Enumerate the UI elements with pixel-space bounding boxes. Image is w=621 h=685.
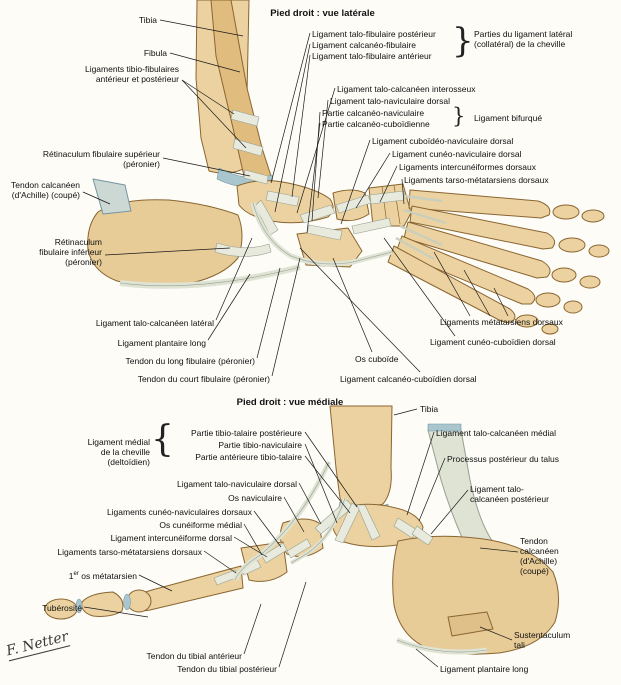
label-calcaneofibular-ligament: Ligament calcanéo-fibulaire [312,40,416,50]
label-dorsal-intercuneiform-ligament: Ligament intercunéiforme dorsal [110,533,232,543]
calcaneus-bone [87,199,243,287]
leader-lines [82,19,519,668]
label-interosseous-talocalcaneal-ligament: Ligament talo-calcanéen interosseux [337,84,476,94]
proximal-phalanx-bone [81,591,124,617]
label-tibia-lateral: Tibia [138,15,157,25]
label-anterior-tibiotalar-part: Partie antérieure tibio-talaire [195,452,302,462]
lateral-foot-drawing [87,0,610,335]
calcaneus-bone-medial [392,535,559,655]
label-posterior-tibiotalar-part: Partie tibio-talaire postérieure [190,428,302,438]
label-tibialis-posterior-tendon: Tendon du tibial postérieur [177,664,277,674]
medial-foot-drawing [44,405,559,655]
label-dorsal-tarsometatarsal-ligaments-medial: Ligaments tarso-métatarsiens dorsaux [57,547,202,557]
first-metatarsal-number: 1 [68,571,74,581]
label-medial-talocalcaneal-ligament: Ligament talo-calcanéen médial [436,428,557,438]
label-dorsal-intercuneiform-ligaments: Ligaments intercunéiformes dorsaux [399,162,537,172]
label-lateral-collateral-parts: Parties du ligament latéral (collatéral)… [474,29,573,50]
label-dorsal-talonavicular-ligament-medial: Ligament talo-naviculaire dorsal [176,479,297,489]
label-posterior-talofibular-ligament: Ligament talo-fibulaire postérieur [312,29,436,39]
talocalcaneal-ligaments [393,517,434,546]
achilles-tendon-cut [92,178,132,215]
label-navicular-bone: Os naviculaire [228,493,282,503]
label-dorsal-metatarsal-ligaments: Ligaments métatarsiens dorsaux [440,317,563,327]
dorsal-ligament-bands [213,538,312,586]
metatarsal-bones [387,189,556,324]
label-long-plantar-ligament-lateral: Ligament plantaire long [117,338,206,348]
tibia-bone-medial [329,405,393,510]
label-anterior-talofibular-ligament: Ligament talo-fibulaire antérieur [312,51,432,61]
deltoid-ligament [314,499,381,544]
label-dorsal-calcaneocuboid-ligament: Ligament calcanéo-cuboïdien dorsal [340,374,477,384]
label-dorsal-tarsometatarsal-ligaments-lateral: Ligaments tarso-métatarsiens dorsaux [404,175,549,185]
tibiofibular-ligament-band [230,109,260,127]
label-achilles-tendon-medial: Tendon calcanéen (d'Achille) (coupé) [520,536,559,577]
label-bifurcate-ligament: Ligament bifurqué [474,113,543,123]
label-dorsal-cuneocuboid-ligament: Ligament cunéo-cuboïdien dorsal [430,337,556,347]
label-tibia-medial: Tibia [420,404,439,414]
label-calcaneocuboid-part: Partie calcanéo-cuboïdienne [322,119,430,129]
label-first-metatarsal: 1er os métatarsien [69,571,137,581]
label-dorsal-talonavicular-ligament-lateral: Ligament talo-naviculaire dorsal [330,96,451,106]
label-inferior-peroneal-retinaculum: Rétinaculum fibulaire inférieur (péronie… [39,237,102,268]
medial-view-title: Pied droit : vue médiale [236,397,344,408]
toe-joint-cartilage [123,593,131,611]
label-lateral-talocalcaneal-ligament: Ligament talo-calcanéen latéral [95,318,214,328]
ligament-bands [214,169,405,257]
label-peroneus-brevis-tendon: Tendon du court fibulaire (péronier) [137,374,270,384]
first-metatarsal-text: os métatarsien [78,571,137,581]
label-calcaneonavicular-part: Partie calcanéo-naviculaire [322,108,425,118]
tibiofibular-ligament-band [232,138,264,157]
label-posterior-talocalcaneal-ligament: Ligament talo-calcanéen postérieur [470,484,549,505]
bifurcate-brace: } [452,104,466,128]
achilles-cut-surface [427,423,462,432]
phalanx-bones [515,204,610,335]
deltoid-brace: { [151,419,174,460]
label-tibionavicular-part: Partie tibio-naviculaire [218,440,302,450]
label-peroneus-longus-tendon: Tendon du long fibulaire (péronier) [125,356,255,366]
sustentaculum-tali-bone [447,611,494,637]
tendons-medial [232,460,488,655]
toe-joint-cartilage [75,598,83,614]
label-cuboid-bone: Os cuboïde [355,354,399,364]
lateral-collateral-brace: } [452,21,474,61]
label-deltoid-ligament: Ligament médial de la cheville (deltoïdi… [87,437,150,468]
label-posterior-process-talus: Processus postérieur du talus [447,454,559,464]
cuneiform-bones [368,183,412,227]
first-metatarsal-ordinal: er [73,571,79,578]
lateral-view-title: Pied droit : vue latérale [270,8,375,19]
label-dorsal-cuneonavicular-ligament: Ligament cunéo-naviculaire dorsal [392,149,522,159]
label-dorsal-cuboideonavicular-ligament: Ligament cuboïdéo-naviculaire dorsal [372,136,514,146]
label-tibiofibular-ligaments: Ligaments tibio-fibulaires antérieur et … [84,64,179,85]
label-fibula: Fibula [143,48,167,58]
label-dorsal-cuneonavicular-ligaments: Ligaments cunéo-naviculaires dorsaux [106,507,252,517]
tendons-lateral [119,194,447,289]
label-tibialis-anterior-tendon: Tendon du tibial antérieur [146,651,242,661]
label-tuberosity: Tubérosité [42,603,82,613]
label-sustentaculum-tali: Sustentaculum tali [514,630,571,651]
label-achilles-tendon-lateral: Tendon calcanéen (d'Achille) (coupé) [10,180,80,201]
label-long-plantar-ligament-medial: Ligament plantaire long [440,664,529,674]
label-medial-cuneiform-bone: Os cunéiforme médial [159,520,242,530]
label-superior-peroneal-retinaculum: Rétinaculum fibulaire supérieur (péronie… [42,149,160,170]
